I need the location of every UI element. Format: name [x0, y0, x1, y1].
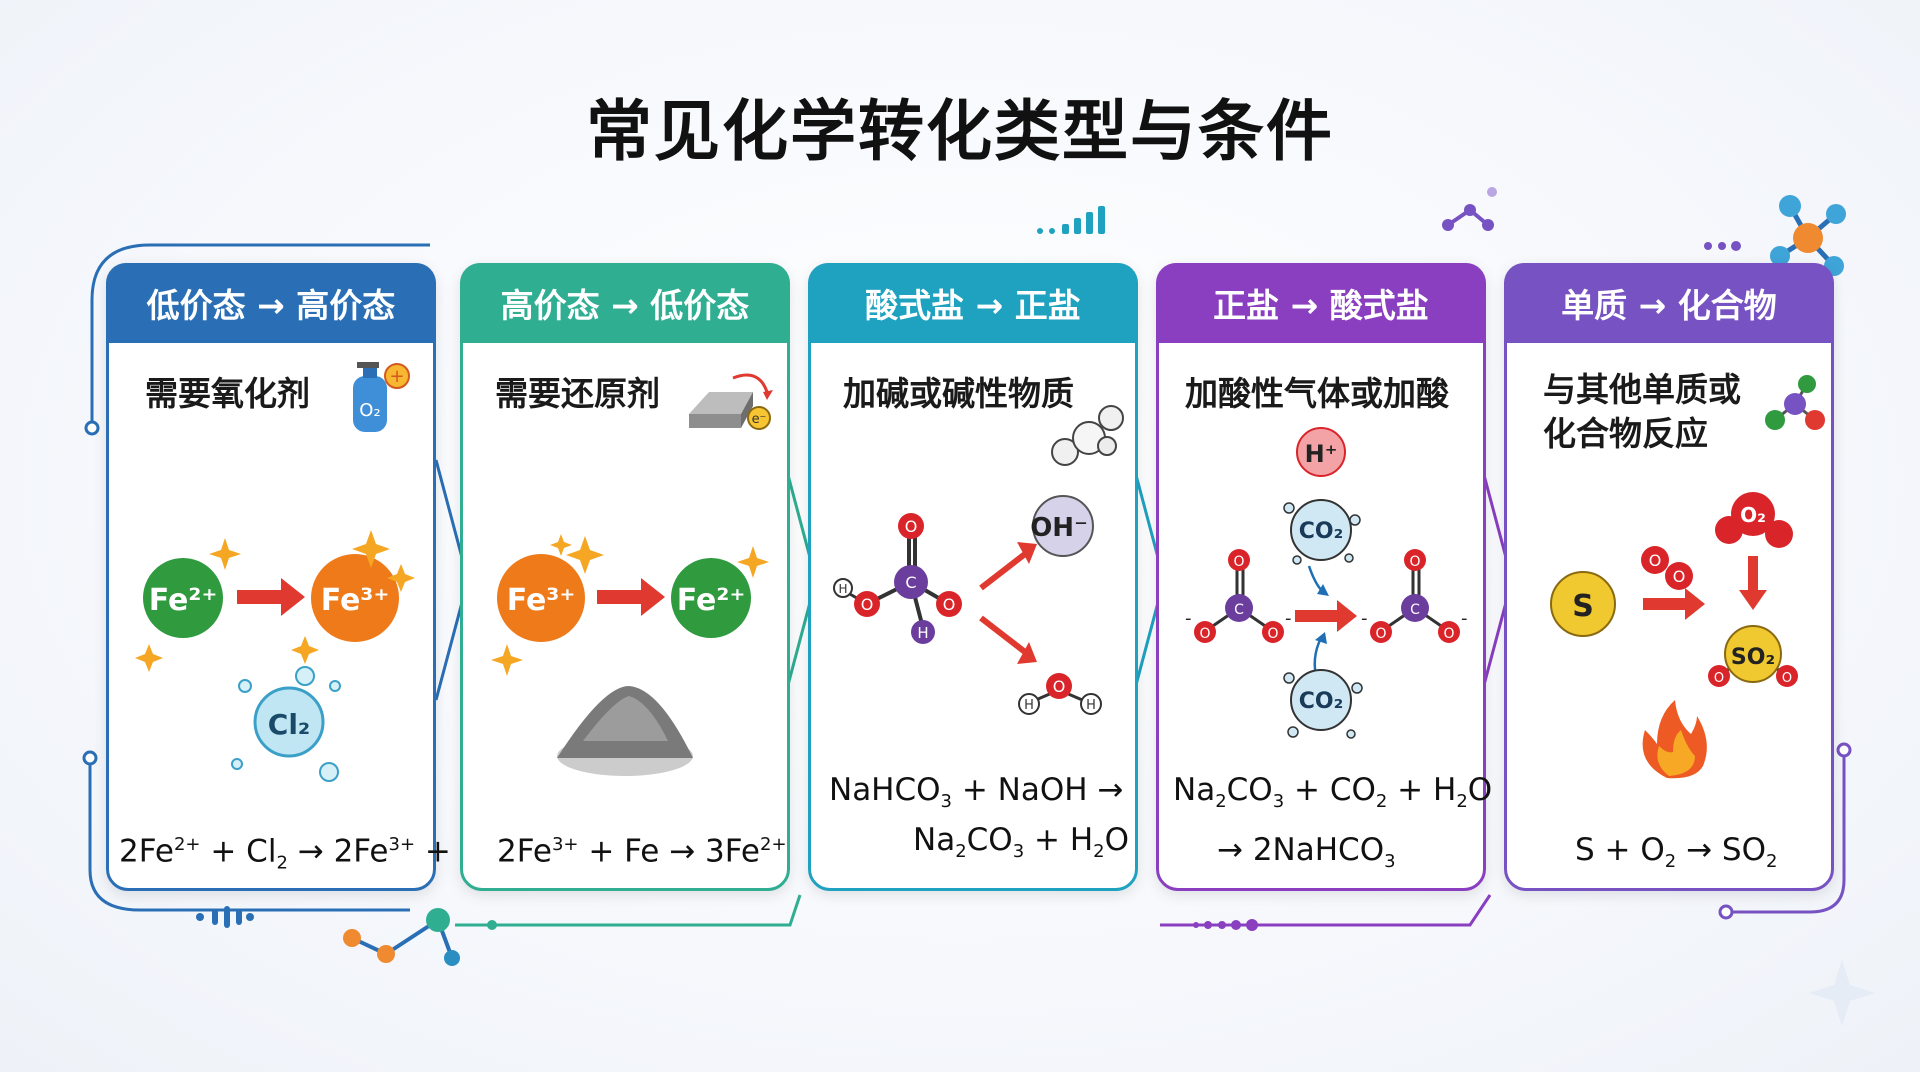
page-title: 常见化学转化类型与条件 — [586, 93, 1334, 170]
molecule-cluster-icon — [1765, 375, 1825, 430]
svg-text:H: H — [838, 582, 847, 596]
svg-text:C: C — [1234, 602, 1244, 618]
equation: 2Fe2+ + Cl2 → 2Fe3+ + 2Cl- — [119, 833, 517, 874]
svg-text:O: O — [1267, 626, 1278, 642]
svg-text:-: - — [1285, 608, 1292, 629]
equation: S + O2 → SO2 — [1575, 832, 1778, 873]
svg-text:H: H — [1086, 698, 1096, 713]
svg-text:H: H — [917, 624, 928, 642]
card-header: 正盐 → 酸式盐 — [1156, 263, 1486, 343]
equation-line-2: → 2NaHCO3 — [1217, 832, 1396, 873]
tank-label: O₂ — [359, 400, 380, 421]
condition-line-2: 化合物反应 — [1543, 414, 1708, 453]
sulfur-label: S — [1572, 589, 1594, 624]
condition-text: 加酸性气体或加酸 — [1185, 374, 1449, 413]
condition-text: 需要氧化剂 — [145, 374, 310, 413]
card-header: 高价态 → 低价态 — [460, 263, 790, 343]
hydroxide-label: OH⁻ — [1030, 513, 1088, 543]
svg-text:O: O — [1409, 554, 1420, 570]
metal-bar-electron-icon: e⁻ — [689, 373, 773, 430]
card-oxidation: 低价态 → 高价态 需要氧化剂 O₂ + Fe²⁺ Fe³⁺ Cl₂ 2Fe2+… — [106, 263, 517, 891]
oxygen-tank-icon: O₂ + — [353, 362, 410, 432]
svg-text:C: C — [1410, 602, 1420, 618]
svg-text:O: O — [1375, 626, 1386, 642]
svg-text:O: O — [1199, 626, 1210, 642]
svg-text:+: + — [389, 366, 404, 387]
card-header: 酸式盐 → 正盐 — [808, 263, 1138, 343]
svg-text:O: O — [1443, 626, 1454, 642]
so2-label: SO₂ — [1731, 645, 1775, 670]
co2-top-label: CO₂ — [1299, 519, 1343, 544]
co2-bottom-label: CO₂ — [1299, 689, 1343, 714]
oxidation-diagram: Fe²⁺ Fe³⁺ Cl₂ — [135, 530, 415, 782]
reduction-diagram: Fe³⁺ Fe²⁺ — [491, 534, 769, 776]
svg-text:O: O — [1649, 551, 1662, 570]
equation: 2Fe3+ + Fe → 3Fe2+ — [497, 833, 787, 870]
condition-text: 加碱或碱性物质 — [843, 374, 1074, 413]
bicarbonate-diagram: O C O O H H OH⁻ O H H — [833, 495, 1102, 715]
product-ion-label: Fe²⁺ — [677, 583, 746, 618]
svg-text:O: O — [1714, 671, 1724, 686]
svg-text:O: O — [905, 517, 918, 536]
equation-line-1: NaHCO3 + NaOH → — [829, 772, 1124, 813]
card-normal-to-acid-salt: 正盐 → 酸式盐 加酸性气体或加酸 H⁺ CO₂ O C O O - - O — [1156, 263, 1492, 891]
svg-text:O: O — [1782, 671, 1792, 686]
svg-text:-: - — [1361, 608, 1368, 629]
combustion-diagram: S O O O₂ SO₂ O O — [1550, 492, 1798, 779]
carbonate-diagram: H⁺ CO₂ O C O O - - O C O O — [1185, 427, 1468, 739]
condition-line-1: 与其他单质或 — [1543, 370, 1741, 409]
card-header: 低价态 → 高价态 — [106, 263, 436, 343]
molecule-cluster-icon — [1051, 405, 1124, 466]
condition-text: 与其他单质或 化合物反应 — [1543, 368, 1741, 456]
svg-text:-: - — [1461, 608, 1468, 629]
proton-label: H⁺ — [1305, 440, 1338, 468]
product-ion-label: Fe³⁺ — [321, 583, 390, 618]
svg-text:-: - — [1185, 608, 1192, 629]
electron-label: e⁻ — [752, 412, 767, 427]
card-element-to-compound: 单质 → 化合物 与其他单质或 化合物反应 S O O O₂ SO₂ O O — [1504, 263, 1834, 891]
svg-text:O: O — [1673, 567, 1686, 586]
oxygen-label: O₂ — [1740, 503, 1766, 527]
svg-text:H: H — [1024, 698, 1034, 713]
svg-text:O: O — [861, 595, 874, 614]
reactant-ion-label: Fe³⁺ — [507, 583, 576, 618]
svg-text:O: O — [943, 595, 956, 614]
card-header: 单质 → 化合物 — [1504, 263, 1834, 343]
equation-line-1: Na2CO3 + CO2 + H2O — [1173, 772, 1493, 813]
svg-text:C: C — [905, 573, 916, 592]
svg-text:O: O — [1053, 677, 1066, 696]
svg-text:O: O — [1233, 554, 1244, 570]
chlorine-label: Cl₂ — [268, 708, 310, 741]
reactant-ion-label: Fe²⁺ — [149, 583, 218, 618]
card-acid-salt-to-normal: 酸式盐 → 正盐 加碱或碱性物质 O C O O H H OH⁻ O — [808, 263, 1138, 891]
equation-line-2: Na2CO3 + H2O — [913, 822, 1129, 863]
condition-text: 需要还原剂 — [495, 374, 660, 413]
card-reduction: 高价态 → 低价态 需要还原剂 e⁻ Fe³⁺ Fe²⁺ 2Fe3+ + Fe … — [460, 263, 790, 891]
